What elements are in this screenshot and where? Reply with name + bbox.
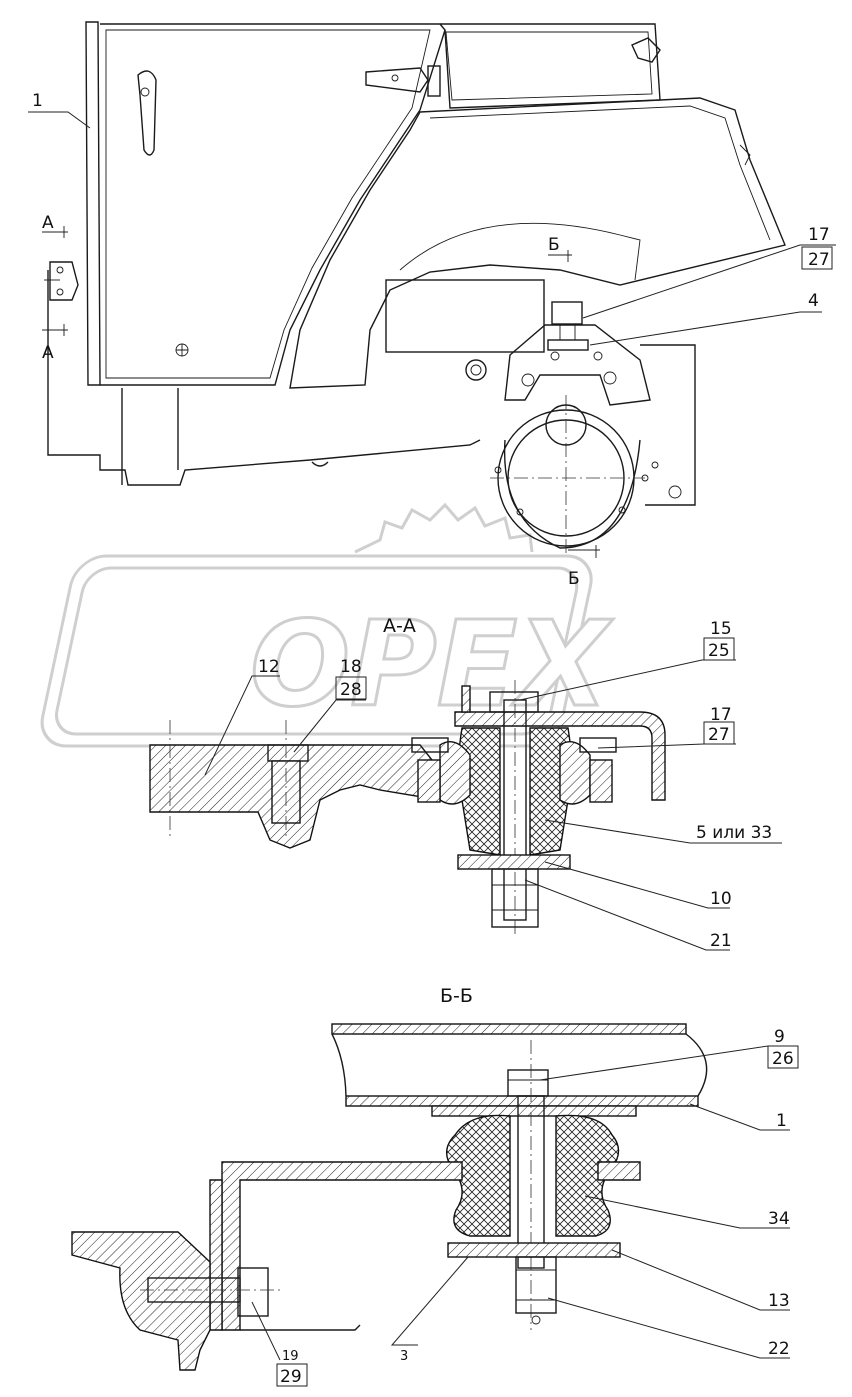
callout-5-or-33: 5 или 33 <box>544 819 782 844</box>
svg-text:10: 10 <box>710 889 732 909</box>
cab-side-view <box>42 21 786 558</box>
svg-text:29: 29 <box>280 1367 302 1387</box>
callout-3: 3 <box>390 1256 469 1364</box>
svg-text:17: 17 <box>710 705 732 725</box>
watermark-text: OPEX <box>250 595 613 733</box>
cut-a-top-label: А <box>42 213 54 233</box>
svg-text:17: 17 <box>808 225 830 245</box>
svg-text:13: 13 <box>768 1291 790 1311</box>
svg-text:9: 9 <box>774 1027 785 1047</box>
svg-text:22: 22 <box>768 1339 790 1359</box>
svg-text:34: 34 <box>768 1209 790 1229</box>
svg-text:27: 27 <box>708 725 730 745</box>
callout-13: 13 <box>611 1249 790 1311</box>
callout-19-29: 19 29 <box>251 1301 308 1387</box>
svg-text:25: 25 <box>708 641 730 661</box>
callout-18-28: 18 28 <box>293 657 367 753</box>
callout-1-bb: 1 <box>689 1103 790 1131</box>
svg-text:28: 28 <box>340 680 362 700</box>
svg-text:21: 21 <box>710 931 732 951</box>
svg-text:27: 27 <box>808 250 830 270</box>
watermark-frame-inner <box>55 566 579 736</box>
svg-text:26: 26 <box>772 1049 794 1069</box>
svg-text:4: 4 <box>808 291 819 311</box>
svg-text:1: 1 <box>32 91 43 111</box>
section-bb-title: Б-Б <box>440 985 473 1007</box>
callout-9-26: 9 26 <box>539 1027 799 1081</box>
callout-22: 22 <box>547 1297 790 1359</box>
cut-a-bottom-label: А <box>42 343 54 363</box>
svg-text:5 или 33: 5 или 33 <box>696 823 772 843</box>
callout-1-top: 1 <box>28 91 91 129</box>
callout-10: 10 <box>544 861 732 909</box>
svg-text:19: 19 <box>282 1349 299 1364</box>
svg-text:12: 12 <box>258 657 280 677</box>
callout-34: 34 <box>584 1195 790 1229</box>
watermark-gear <box>354 502 534 554</box>
section-bb <box>71 1023 708 1371</box>
callout-12: 12 <box>204 657 280 776</box>
svg-text:3: 3 <box>400 1349 408 1364</box>
callout-4: 4 <box>589 291 822 346</box>
callout-17-27-top: 17 27 <box>582 225 836 319</box>
callout-15-25: 15 25 <box>519 619 736 701</box>
callout-21: 21 <box>524 879 732 951</box>
svg-text:1: 1 <box>776 1111 787 1131</box>
callout-17-27-aa: 17 27 <box>597 705 736 749</box>
watermark: OPEX <box>40 502 615 748</box>
section-aa <box>149 680 666 935</box>
svg-text:18: 18 <box>340 657 362 677</box>
cut-b-bottom-label: Б <box>568 569 580 589</box>
cut-b-top-label: Б <box>548 235 560 255</box>
section-aa-title: А-А <box>383 615 416 637</box>
svg-text:15: 15 <box>710 619 732 639</box>
